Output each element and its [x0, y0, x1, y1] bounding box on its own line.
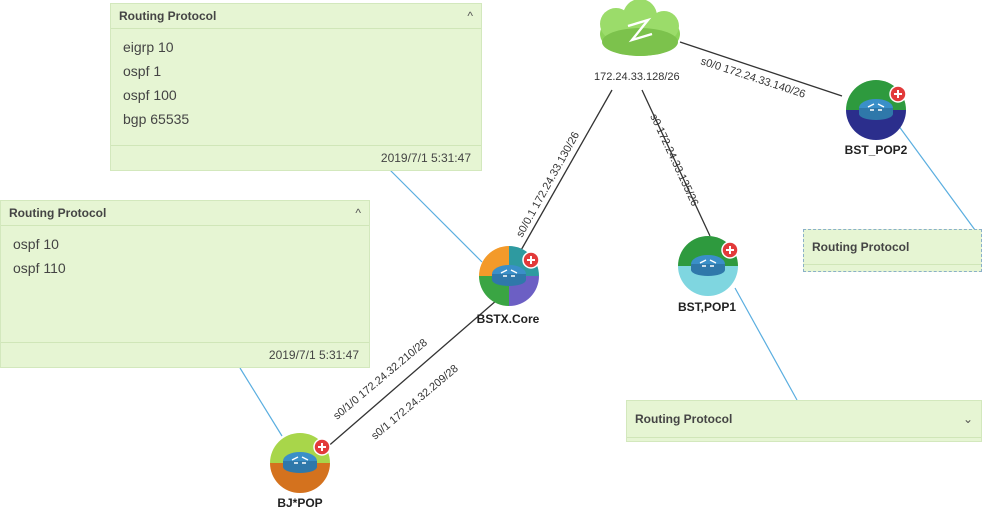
panel-header[interactable]: Routing Protocol	[804, 230, 981, 265]
chevron-up-icon[interactable]: ^	[355, 206, 361, 220]
link-label-cloud-pop2: s0/0 172.24.33.140/26	[699, 55, 807, 100]
node-label: BJ*POP	[277, 496, 323, 510]
routing-protocol-panel-pop1: Routing Protocol ⌄	[626, 400, 982, 442]
callout-line-pop2	[897, 124, 976, 231]
chevron-up-icon[interactable]: ^	[467, 9, 473, 23]
link-cloud-pop2[interactable]	[679, 41, 843, 97]
panel-title: Routing Protocol	[119, 9, 217, 23]
node-label: BST,POP1	[677, 300, 737, 314]
link-label-cloud-pop1: s0 172.24.33.135/26	[647, 112, 700, 208]
node-label: BSTX.Core	[476, 312, 540, 326]
callout-line-bj	[239, 367, 283, 437]
protocol-item: ospf 110	[13, 260, 66, 276]
link-core-bj[interactable]	[324, 299, 498, 450]
link-label-cloud-core: s0/0.1 172.24.33.130/26	[514, 130, 582, 240]
panel-title: Routing Protocol	[9, 206, 107, 220]
panel-timestamp: 2019/7/1 5:31:47	[111, 145, 481, 170]
callout-line-core	[389, 169, 483, 263]
protocol-list: ospf 10 ospf 110	[1, 226, 369, 280]
panel-timestamp: 2019/7/1 5:31:47	[1, 342, 369, 367]
router-icon	[270, 433, 331, 493]
link-cloud-pop1[interactable]	[641, 89, 711, 237]
link-cloud-core[interactable]	[519, 89, 613, 253]
router-icon	[678, 236, 739, 296]
router-node-pop1[interactable]	[672, 236, 748, 298]
routing-protocol-panel-bj: Routing Protocol ^ ospf 10 ospf 110 2019…	[0, 200, 370, 368]
protocol-item: ospf 100	[123, 87, 177, 103]
protocol-item: ospf 1	[123, 63, 162, 79]
panel-header[interactable]: Routing Protocol ^	[1, 201, 369, 226]
callout-line-pop1	[734, 287, 798, 401]
routing-protocol-panel-pop2: Routing Protocol	[803, 229, 982, 272]
chevron-down-icon[interactable]: ⌄	[962, 412, 973, 426]
protocol-list: eigrp 10 ospf 1 ospf 100 bgp 65535	[111, 29, 481, 131]
node-label: BST_POP2	[844, 143, 908, 157]
router-icon	[846, 80, 907, 140]
panel-header[interactable]: Routing Protocol ⌄	[627, 401, 981, 438]
router-node-bj[interactable]	[264, 433, 340, 495]
router-node-pop2[interactable]	[840, 80, 916, 142]
router-icon	[479, 246, 540, 306]
protocol-item: eigrp 10	[123, 39, 174, 55]
protocol-item: bgp 65535	[123, 111, 190, 127]
cloud-icon[interactable]	[600, 0, 680, 56]
cloud-subnet-label: 172.24.33.128/26	[594, 71, 680, 83]
router-node-core[interactable]	[473, 244, 549, 306]
panel-title: Routing Protocol	[635, 412, 733, 426]
protocol-item: ospf 10	[13, 236, 59, 252]
panel-header[interactable]: Routing Protocol ^	[111, 4, 481, 29]
panel-title: Routing Protocol	[812, 240, 910, 254]
routing-protocol-panel-core: Routing Protocol ^ eigrp 10 ospf 1 ospf …	[110, 3, 482, 171]
